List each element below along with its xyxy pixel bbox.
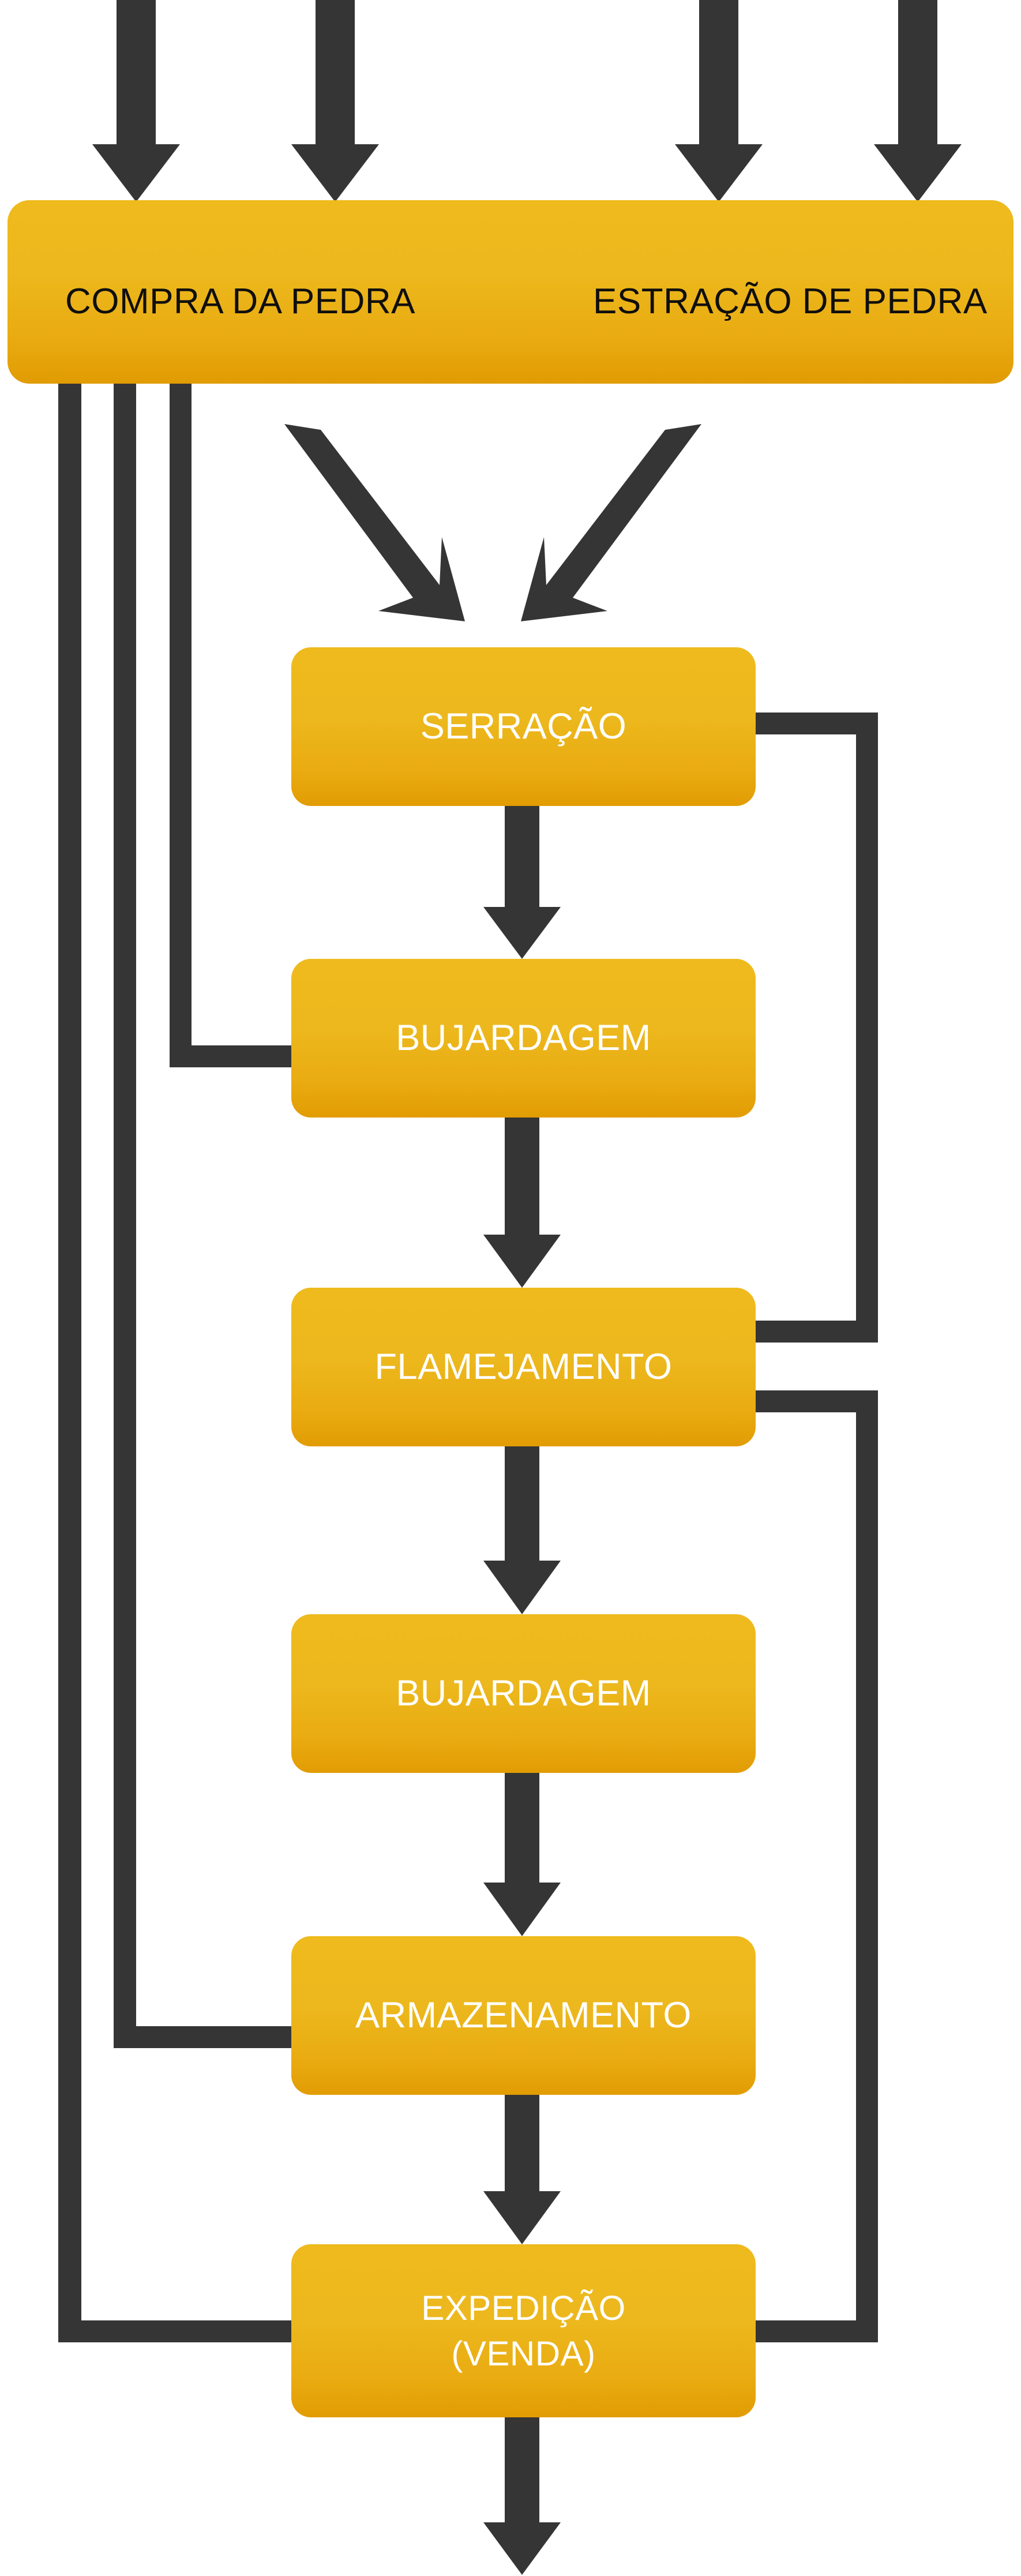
chain-arrow-2-head bbox=[483, 1235, 561, 1288]
chain-arrow-5-head bbox=[483, 2191, 561, 2244]
loop-flame-expedicao-vertical bbox=[856, 1390, 878, 2342]
loop-flame-expedicao-horizontal-top bbox=[745, 1390, 878, 1412]
input-arrow-2-head bbox=[291, 144, 379, 202]
input-arrow-3-head bbox=[675, 144, 763, 202]
chain-arrow-5-shaft bbox=[505, 2095, 539, 2193]
chain-arrows bbox=[483, 806, 561, 2575]
banner-label-compra-da-pedra: COMPRA DA PEDRA bbox=[65, 282, 415, 321]
input-arrow-4-head bbox=[874, 144, 962, 202]
loop-armazenamento-horizontal bbox=[114, 2026, 304, 2048]
node-flamejamento-label: FLAMEJAMENTO bbox=[374, 1347, 673, 1388]
chain-arrow-3-head bbox=[483, 1561, 561, 1614]
output-arrow-shaft bbox=[505, 2417, 539, 2524]
node-armazenamento[interactable]: ARMAZENAMENTO bbox=[291, 1936, 756, 2095]
node-bujardagem-2[interactable]: BUJARDAGEM bbox=[291, 1614, 756, 1773]
loop-bujardagem1-vertical bbox=[170, 381, 192, 1067]
diagonal-arrow-right bbox=[521, 424, 701, 621]
node-expedicao-label-line2: (VENDA) bbox=[451, 2334, 596, 2373]
external-input-arrows bbox=[92, 0, 962, 202]
right-feedback-loops bbox=[745, 713, 878, 2342]
node-banner-inputs[interactable]: COMPRA DA PEDRA ESTRAÇÃO DE PEDRA bbox=[7, 200, 1014, 384]
node-expedicao-label-line1: EXPEDIÇÃO bbox=[421, 2288, 626, 2327]
input-arrow-4-shaft bbox=[898, 0, 937, 147]
input-arrow-2-shaft bbox=[316, 0, 355, 147]
node-bujardagem-1-label: BUJARDAGEM bbox=[396, 1018, 651, 1059]
node-flamejamento[interactable]: FLAMEJAMENTO bbox=[291, 1288, 756, 1446]
loop-flame-expedicao-horizontal-bottom bbox=[745, 2320, 878, 2342]
node-bujardagem-2-label: BUJARDAGEM bbox=[396, 1673, 651, 1714]
diagonal-arrow-left bbox=[284, 424, 465, 621]
input-arrow-3-shaft bbox=[699, 0, 738, 147]
chain-arrow-2-shaft bbox=[505, 1118, 539, 1236]
input-arrow-1-shaft bbox=[117, 0, 156, 147]
node-expedicao[interactable]: EXPEDIÇÃO (VENDA) bbox=[291, 2244, 756, 2417]
output-arrow-head bbox=[483, 2522, 561, 2575]
chain-arrow-1-head bbox=[483, 907, 561, 959]
chain-arrow-4-shaft bbox=[505, 1773, 539, 1884]
chain-arrow-3-shaft bbox=[505, 1446, 539, 1562]
loop-bujardagem1-horizontal bbox=[170, 1045, 302, 1067]
loop-serracao-flame-vertical bbox=[856, 713, 878, 1343]
loop-armazenamento-vertical bbox=[114, 381, 136, 2048]
loop-expedicao-horizontal bbox=[58, 2320, 306, 2342]
chain-arrow-4-head bbox=[483, 1883, 561, 1936]
loop-serracao-flame-horizontal-bottom bbox=[745, 1321, 878, 1343]
loop-serracao-flame-horizontal-top bbox=[745, 713, 878, 734]
loop-expedicao-vertical bbox=[58, 381, 81, 2342]
node-serracao[interactable]: SERRAÇÃO bbox=[291, 647, 756, 806]
banner-label-estracao-de-pedra: ESTRAÇÃO DE PEDRA bbox=[593, 282, 988, 321]
node-armazenamento-label: ARMAZENAMENTO bbox=[355, 1995, 692, 2036]
node-bujardagem-1[interactable]: BUJARDAGEM bbox=[291, 959, 756, 1118]
chain-arrow-1-shaft bbox=[505, 806, 539, 910]
banner-to-serracao-arrows bbox=[284, 424, 701, 621]
left-return-loops bbox=[58, 381, 306, 2342]
node-serracao-label: SERRAÇÃO bbox=[420, 706, 627, 747]
input-arrow-1-head bbox=[92, 144, 180, 202]
